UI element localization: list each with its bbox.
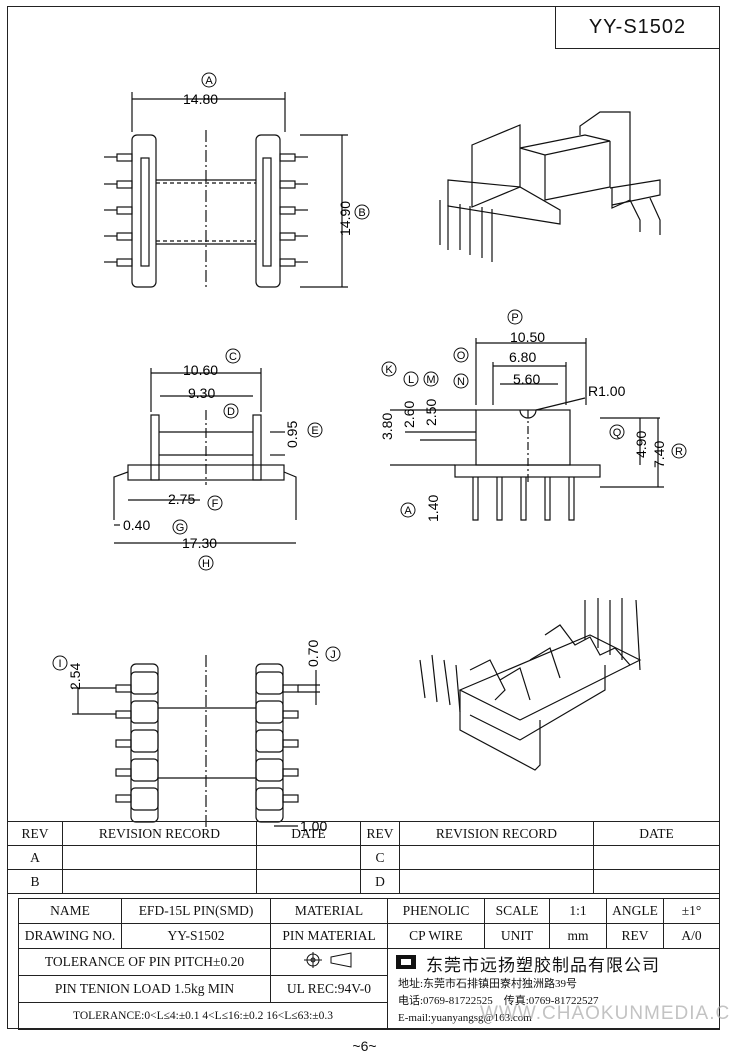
callout-g: G	[176, 522, 185, 534]
dim-3-80: 3.80	[379, 413, 395, 440]
rev-header-right: REV	[360, 821, 400, 846]
callout-h: H	[202, 558, 210, 570]
rev-value: A/0	[663, 923, 720, 949]
rev-row-a: A	[7, 845, 63, 870]
tolerance-general: TOLERANCE:0<L≤4:±0.1 4<L≤16:±0.2 16<L≤63…	[18, 1002, 388, 1030]
dim-7-40: 7.40	[651, 441, 667, 468]
callout-n: N	[457, 376, 465, 388]
callout-m: M	[426, 374, 435, 386]
callout-b: B	[358, 207, 365, 219]
callout-q: Q	[613, 427, 622, 439]
page-number: ~6~	[352, 1038, 377, 1054]
callout-k: K	[385, 364, 393, 376]
callout-j: J	[330, 649, 336, 661]
callout-a-front: A	[404, 505, 412, 517]
company-name: 东莞市远扬塑胶制品有限公司	[426, 956, 660, 976]
revision-record-header-left: REVISION RECORD	[62, 821, 257, 846]
callout-d: D	[227, 406, 235, 418]
revision-record-header-right: REVISION RECORD	[399, 821, 594, 846]
dim-4-90: 4.90	[633, 431, 649, 458]
revision-table: REV REVISION RECORD DATE REV REVISION RE…	[7, 821, 720, 894]
drawing-no-label: DRAWING NO.	[18, 923, 122, 949]
perspective-view-bottom	[419, 598, 642, 771]
dim-10-60: 10.60	[183, 362, 218, 378]
company-phone: 电话:0769-81722525	[398, 995, 493, 1007]
date-header-right: DATE	[593, 821, 720, 846]
dim-14-80: 14.80	[183, 91, 218, 107]
rev-label: REV	[606, 923, 664, 949]
scale-value: 1:1	[549, 898, 607, 924]
rev-header-left: REV	[7, 821, 63, 846]
date-header-left: DATE	[256, 821, 361, 846]
pin-tension-load: PIN TENION LOAD 1.5kg MIN	[18, 975, 271, 1003]
callout-labels: A B C D E F G H I J K L M N O P Q R A	[52, 72, 687, 671]
dim-0-70: 0.70	[305, 640, 321, 667]
dim-9-30: 9.30	[188, 385, 215, 401]
name-value: EFD-15L PIN(SMD)	[121, 898, 271, 924]
part-number-box: YY-S1502	[555, 6, 720, 49]
angle-label: ANGLE	[606, 898, 664, 924]
dim-1-40: 1.40	[425, 495, 441, 522]
ul-rec: UL REC:94V-0	[270, 975, 388, 1003]
callout-p: P	[511, 312, 518, 324]
material-value: PHENOLIC	[387, 898, 485, 924]
unit-label: UNIT	[484, 923, 550, 949]
callout-a-top: A	[205, 75, 213, 87]
unit-value: mm	[549, 923, 607, 949]
callout-l: L	[408, 374, 414, 386]
dim-10-50: 10.50	[510, 329, 545, 345]
watermark: WWW.CHAOKUNMEDIA.COM	[480, 1003, 729, 1024]
scale-label: SCALE	[484, 898, 550, 924]
tolerance-pin-pitch: TOLERANCE OF PIN PITCH±0.20	[18, 948, 271, 976]
material-label: MATERIAL	[270, 898, 388, 924]
dim-2-60: 2.60	[401, 401, 417, 428]
callout-i: I	[58, 658, 61, 670]
drawing-no-value: YY-S1502	[121, 923, 271, 949]
dim-5-60: 5.60	[513, 371, 540, 387]
company-email: E-mail:yuanyangsg@163.com	[398, 1012, 532, 1024]
dim-0-40: 0.40	[123, 517, 150, 533]
rev-row-b: B	[7, 869, 63, 894]
company-info: 东莞市远扬塑胶制品有限公司 地址:东莞市石排镇田寮村独洲路39号 电话:0769…	[387, 948, 720, 1030]
dim-2-54: 2.54	[67, 663, 83, 690]
dim-0-95: 0.95	[284, 421, 300, 448]
dim-17-30: 17.30	[182, 535, 217, 551]
dim-6-80: 6.80	[509, 349, 536, 365]
front-view	[390, 338, 664, 521]
part-number: YY-S1502	[588, 16, 687, 38]
callout-o: O	[457, 350, 466, 362]
dim-2-50: 2.50	[423, 399, 439, 426]
company-contact: 电话:0769-81722525 传真:0769-81722527	[394, 993, 713, 1010]
first-angle-projection-icon	[304, 952, 352, 968]
dim-2-75: 2.75	[168, 491, 195, 507]
callout-r: R	[675, 446, 683, 458]
perspective-view-top	[439, 111, 661, 262]
dim-r1-00: R1.00	[588, 383, 626, 399]
callout-f: F	[212, 498, 219, 510]
dim-14-90: 14.90	[337, 201, 353, 236]
company-address: 地址:东莞市石排镇田寮村独洲路39号	[398, 978, 578, 990]
projection-symbol	[270, 948, 388, 976]
callout-c: C	[229, 351, 237, 363]
company-logo	[396, 954, 416, 969]
top-view	[104, 92, 348, 290]
company-fax: 传真:0769-81722527	[503, 995, 599, 1007]
rev-row-d: D	[360, 869, 400, 894]
name-label: NAME	[18, 898, 122, 924]
title-block: NAME EFD-15L PIN(SMD) MATERIAL PHENOLIC …	[18, 898, 720, 1030]
bottom-view	[72, 655, 320, 830]
side-view	[113, 368, 297, 544]
rev-row-c: C	[360, 845, 400, 870]
callout-e: E	[311, 425, 318, 437]
pin-material-label: PIN MATERIAL	[270, 923, 388, 949]
pin-material-value: CP WIRE	[387, 923, 485, 949]
angle-value: ±1°	[663, 898, 720, 924]
